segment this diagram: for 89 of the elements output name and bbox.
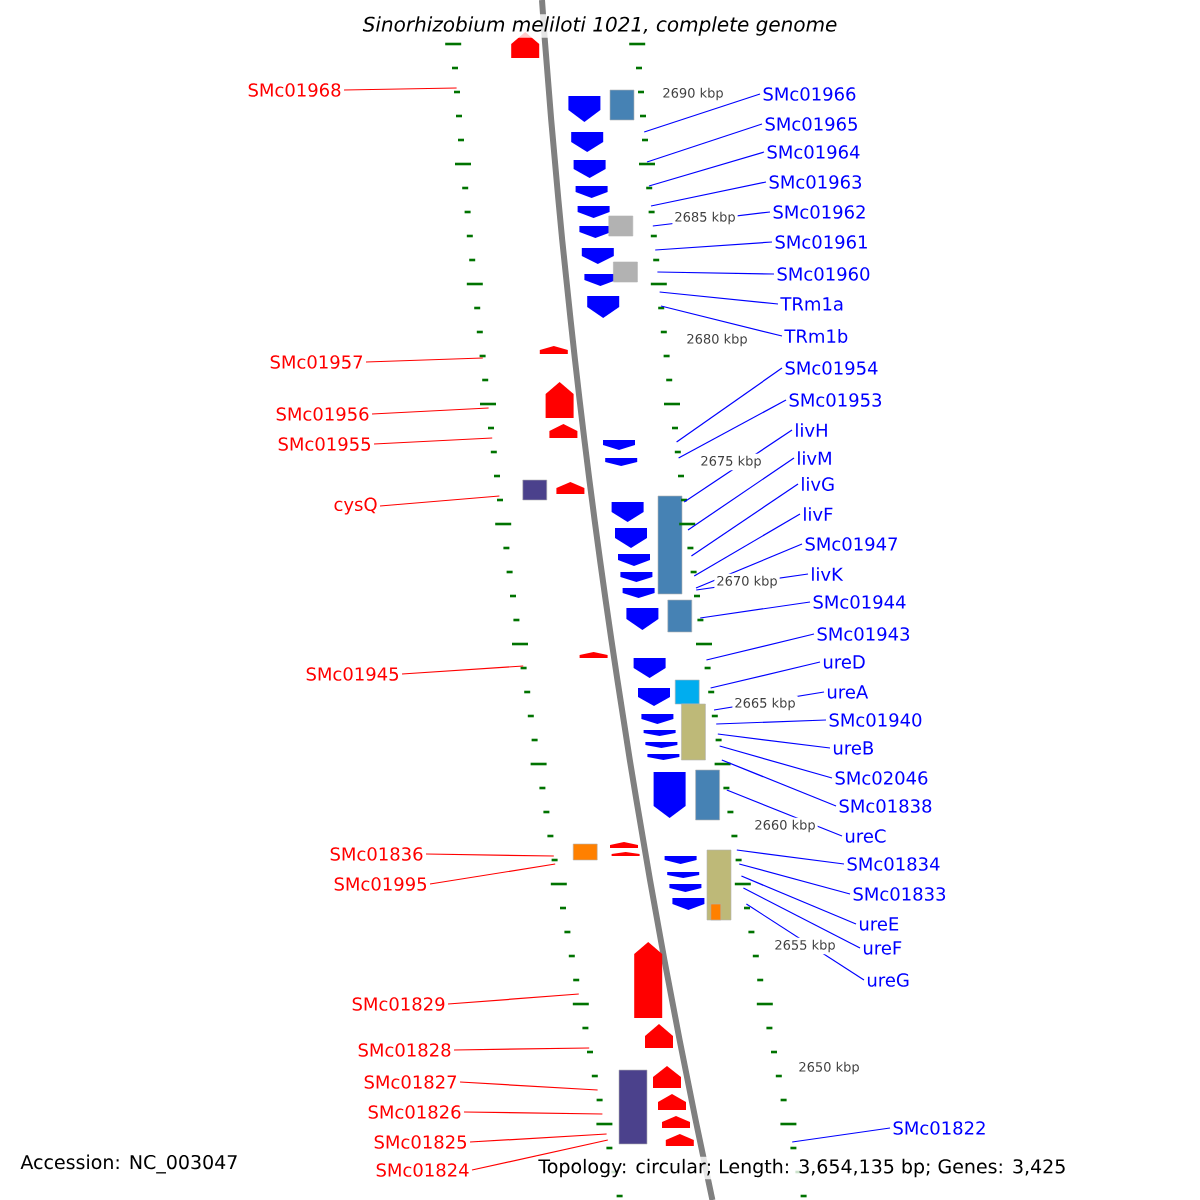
leader-line [379, 495, 500, 507]
gene-label: SMc01995 [334, 877, 427, 891]
gene-label: SMc01955 [278, 437, 371, 451]
gene-label: ureB [833, 741, 873, 755]
leader-line [693, 513, 801, 577]
gene-label: SMc01829 [352, 997, 445, 1011]
gene-label: SMc01964 [767, 145, 860, 159]
leader-line [459, 1081, 599, 1091]
info-text: Accession: NC_003047 [18, 1152, 241, 1176]
gene-label: SMc01956 [276, 407, 369, 421]
leader-line [453, 1047, 590, 1051]
leader-line [646, 123, 763, 163]
gene-label: TRm1a [780, 297, 843, 311]
leader-line [705, 633, 815, 661]
leader-line [401, 665, 524, 675]
gene-label: ureD [823, 655, 865, 669]
leader-line [717, 733, 831, 749]
leader-line [791, 1127, 891, 1143]
gene-label: ureG [867, 973, 909, 987]
gene-label: TRm1b [784, 329, 848, 343]
leader-line [447, 993, 580, 1005]
gene-label: SMc01953 [789, 393, 882, 407]
gene-label: SMc01822 [893, 1121, 985, 1135]
leader-line [654, 241, 773, 251]
leader-line [659, 291, 779, 305]
gene-label: SMc01826 [368, 1105, 461, 1119]
gene-label: SMc01965 [765, 117, 857, 131]
gene-label: SMc01966 [763, 87, 856, 101]
gene-label: SMc01954 [785, 361, 878, 375]
title: Sinorhizobium meliloti 1021, complete genome [360, 14, 840, 38]
leader-line [710, 661, 821, 689]
leader-line [660, 305, 783, 337]
gene-label: livG [802, 477, 834, 491]
gene-label: cysQ [334, 497, 377, 515]
gene-label: SMc01957 [270, 355, 363, 369]
leader-line [715, 719, 827, 725]
leader-line [425, 853, 555, 857]
gene-label: SMc01960 [777, 267, 870, 281]
leader-line [643, 93, 761, 133]
gene-label: ureC [845, 829, 886, 843]
gene-label: SMc01836 [330, 847, 423, 861]
gene-label: SMc01828 [358, 1043, 451, 1057]
leader-line [343, 87, 458, 91]
gene-label: livK [812, 567, 844, 581]
leader-line [371, 407, 490, 415]
leader-line [365, 357, 484, 363]
leader-line [695, 543, 803, 589]
gene-label: ureA [827, 685, 869, 699]
gene-label: ureE [859, 917, 899, 931]
leader-line [676, 367, 783, 443]
leader-line [687, 457, 795, 531]
leader-line [742, 887, 861, 949]
gene-label: SMc02046 [835, 771, 928, 785]
leader-line [736, 849, 845, 865]
leader-line [463, 1111, 603, 1115]
gene-label: SMc01838 [839, 799, 932, 813]
gene-label: SMc01968 [248, 83, 341, 97]
gene-label: SMc01825 [374, 1135, 467, 1149]
gene-label: SMc01827 [364, 1075, 457, 1089]
gene-label: SMc01824 [376, 1163, 469, 1177]
leader-line [678, 399, 787, 459]
gene-label: SMc01947 [805, 537, 897, 551]
leader-line [650, 181, 767, 207]
gene-label: SMc01962 [773, 205, 865, 219]
leader-line [656, 271, 775, 275]
gene-label: SMc01833 [853, 887, 946, 901]
leader-line [699, 601, 811, 619]
gene-label: SMc01834 [847, 857, 940, 871]
gene-label: livH [796, 423, 827, 437]
gene-label: ureF [863, 941, 902, 955]
leader-line [740, 875, 857, 925]
leader-line [738, 863, 851, 895]
leader-line [719, 745, 833, 779]
leader-line [471, 1139, 609, 1171]
gene-label: livM [798, 451, 831, 465]
info-text: Topology: circular; Length: 3,654,135 bp; Genes: 3,425 [536, 1156, 1069, 1180]
gene-label: SMc01945 [306, 667, 399, 681]
leader-line [690, 483, 799, 557]
leader-line [721, 759, 837, 807]
gene-label: SMc01963 [769, 175, 862, 189]
leader-line [373, 437, 493, 445]
leader-line [469, 1133, 608, 1143]
gene-label: SMc01944 [813, 595, 906, 609]
gene-label: SMc01940 [829, 713, 922, 727]
gene-label: livF [804, 507, 833, 521]
leader-line [429, 863, 556, 885]
leader-line [648, 151, 765, 187]
gene-label: SMc01943 [817, 627, 910, 641]
gene-label: SMc01961 [775, 235, 867, 249]
